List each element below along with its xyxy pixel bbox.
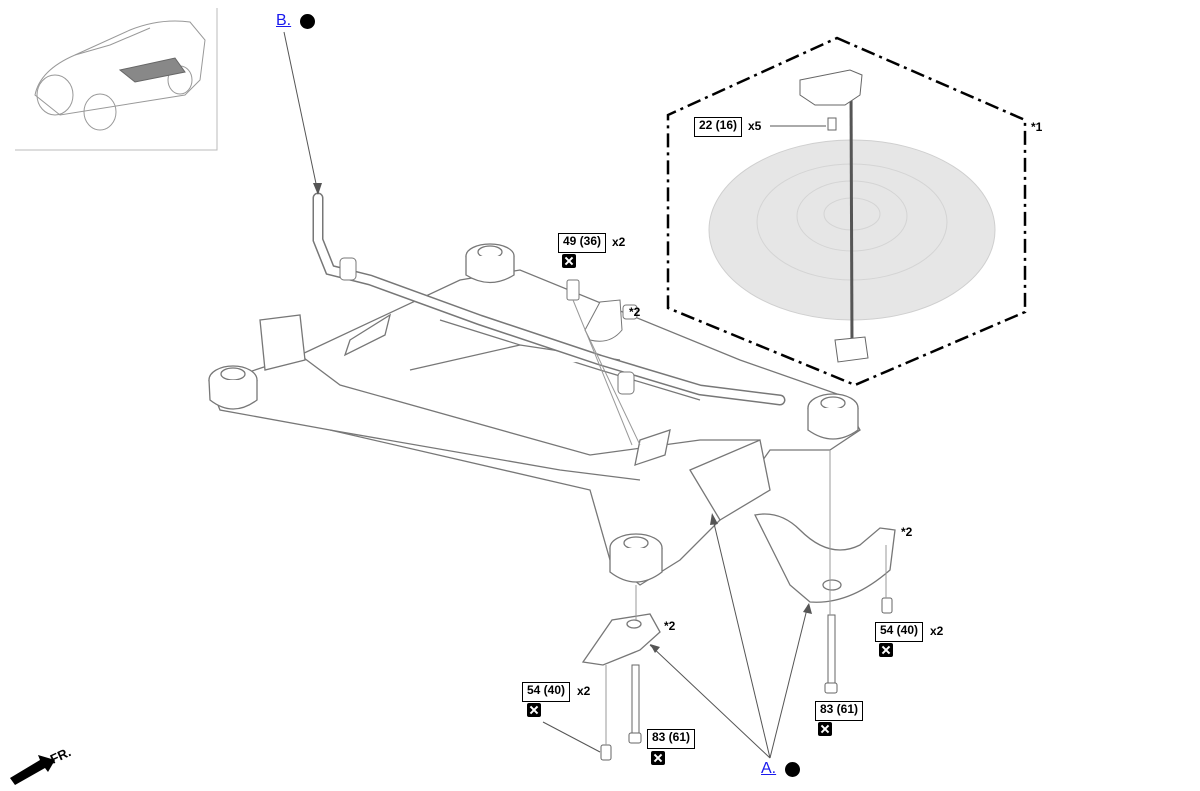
non-reusable-part-icon (527, 703, 541, 717)
torque-label-left-bracket-bolt: 54 (40) (522, 682, 571, 702)
torque-label-stabilizer-bracket: 49 (36) (558, 233, 607, 253)
non-reusable-part-icon (562, 254, 576, 268)
note-2-left-bracket: *2 (664, 619, 676, 633)
subframe-brackets (581, 513, 896, 666)
arrowheads (313, 183, 812, 653)
rear-suspension-subframe (208, 243, 861, 586)
stabilizer-bushing-bracket (566, 279, 638, 342)
link-b[interactable]: B. (276, 12, 292, 29)
non-reusable-part-icon (651, 751, 665, 765)
quantity-x2: x2 (577, 684, 591, 698)
non-reusable-part-icon (879, 643, 893, 657)
link-a[interactable]: A. (761, 760, 777, 777)
filled-dot-icon (300, 14, 315, 29)
note-2-right-bracket: *2 (901, 525, 913, 539)
quantity-x2: x2 (930, 624, 944, 638)
non-reusable-part-icon (818, 722, 832, 736)
torque-label-left-mount-bolt: 83 (61) (647, 729, 696, 749)
front-direction-arrow-icon (10, 755, 55, 785)
torque-label-right-mount-bolt: 83 (61) (815, 701, 864, 721)
torque-label-right-bracket-bolt: 54 (40) (875, 622, 924, 642)
stabilizer-bar (312, 192, 786, 406)
note-2-bracket: *2 (629, 305, 641, 319)
spare-tire-group (666, 36, 1027, 387)
bolts (600, 597, 893, 761)
vehicle-locator-icon (15, 8, 218, 151)
note-1: *1 (1031, 120, 1043, 134)
leader-lines (283, 31, 809, 759)
quantity-x2: x2 (612, 235, 626, 249)
torque-label-spare-tire-carrier: 22 (16) (694, 117, 743, 137)
quantity-x5: x5 (748, 119, 762, 133)
filled-dot-icon (785, 762, 800, 777)
